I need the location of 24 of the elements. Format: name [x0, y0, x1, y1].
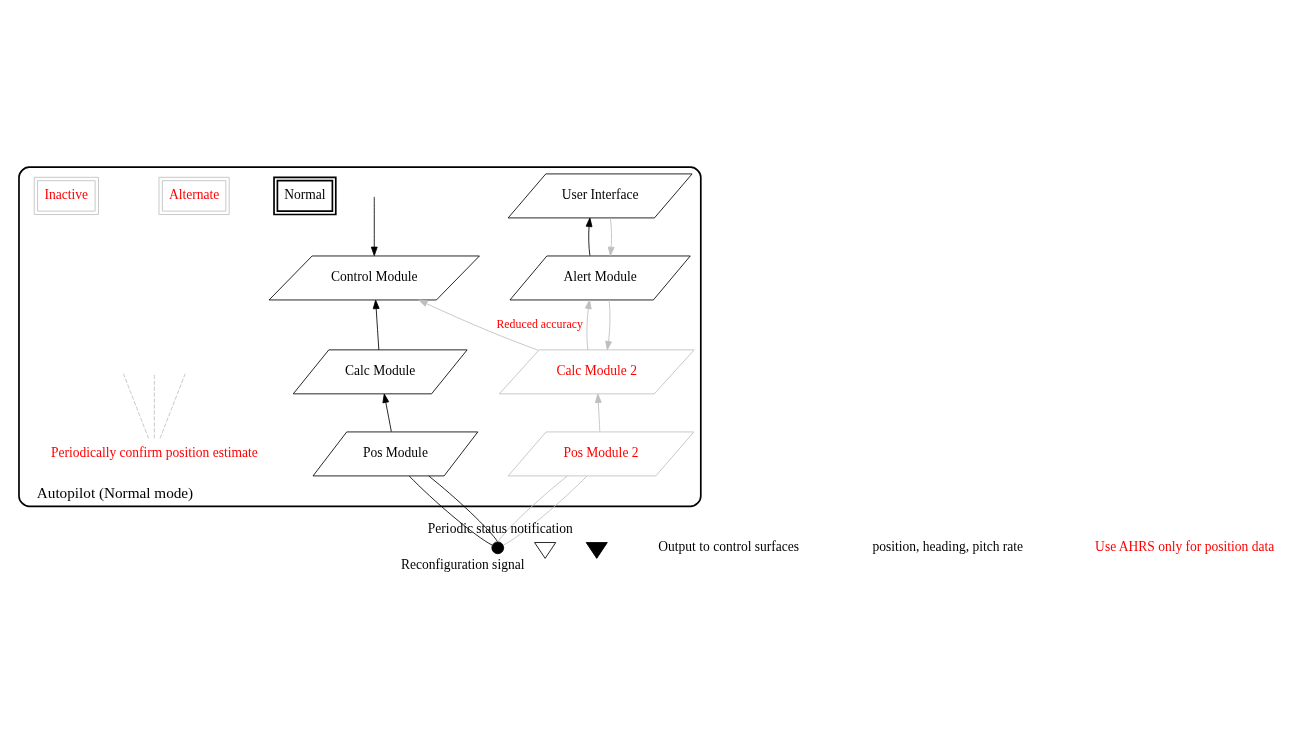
node-triangle: [534, 541, 557, 559]
arrow: [607, 217, 615, 256]
node-triangle: [585, 541, 608, 559]
arrow: [605, 299, 612, 350]
arrow: [584, 299, 592, 350]
node-label: Reconfiguration signal: [400, 556, 525, 572]
arrow: [418, 299, 539, 351]
node-text: Periodically confirm position estimate: [50, 444, 258, 460]
arrow: [594, 393, 602, 432]
node-circle: [491, 540, 505, 554]
connector: [408, 475, 493, 546]
arrow: [585, 217, 593, 256]
connector: [497, 475, 568, 542]
arrow: [382, 393, 392, 432]
connector: [428, 475, 499, 542]
connector: [502, 475, 588, 546]
label: Output to control surfaces: [658, 538, 800, 554]
edge-label: Reduced accuracy: [496, 316, 583, 331]
label: Use AHRS only for position data: [1095, 538, 1275, 554]
arrow: [370, 195, 378, 256]
label: position, heading, pitch rate: [872, 538, 1024, 554]
node-label: Periodic status notification: [427, 520, 573, 536]
connector: [153, 371, 155, 439]
arrow: [372, 299, 380, 350]
